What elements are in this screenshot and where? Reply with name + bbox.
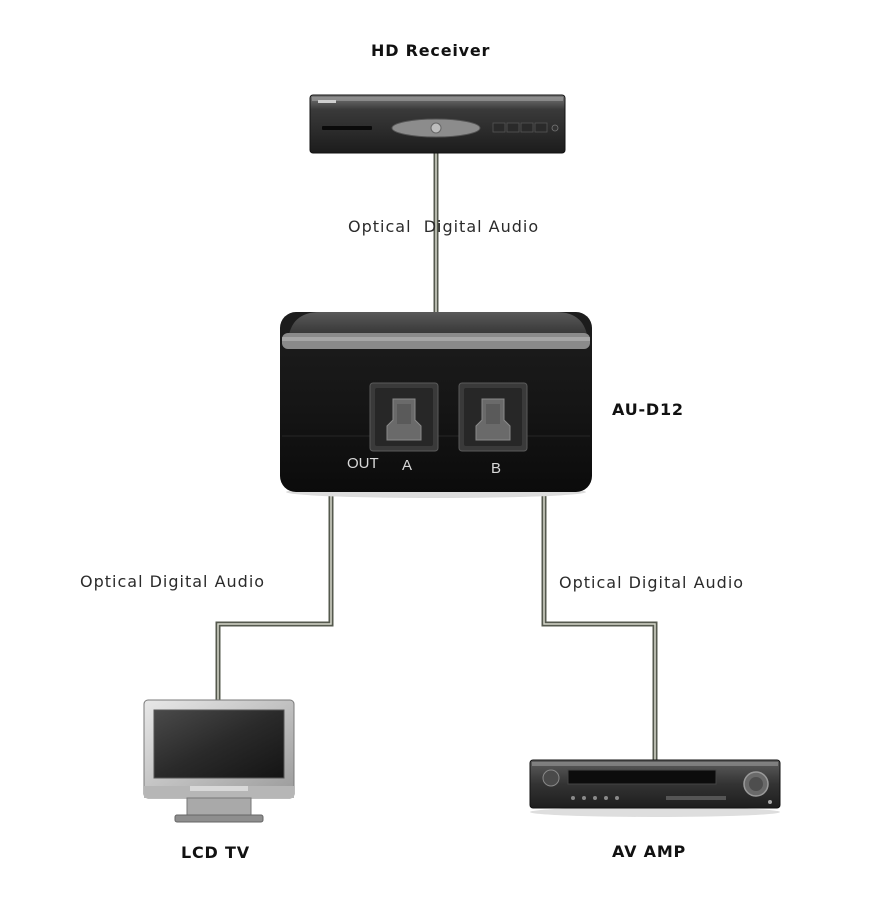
cable-switch-to-amp (541, 495, 658, 760)
au-d12-title: AU-D12 (612, 400, 684, 419)
av-amp-title: AV AMP (612, 842, 687, 861)
lcd-tv-device (143, 699, 295, 823)
hd-receiver-device (309, 94, 566, 154)
optical-port-b (458, 382, 528, 452)
optical-port-a (369, 382, 439, 452)
au-d12-switch-device (280, 312, 592, 498)
connection-label-tv: Optical Digital Audio (80, 572, 266, 591)
port-label-b: B (491, 460, 502, 477)
lcd-tv-title: LCD TV (181, 843, 250, 862)
port-label-out: OUT (347, 455, 379, 472)
connection-label-amp: Optical Digital Audio (559, 573, 745, 592)
hd-receiver-title: HD Receiver (371, 41, 491, 60)
av-amp-device (529, 759, 781, 817)
port-label-a: A (402, 457, 413, 474)
connection-label-receiver: Optical Digital Audio (348, 217, 540, 236)
cable-switch-to-tv (215, 495, 334, 700)
